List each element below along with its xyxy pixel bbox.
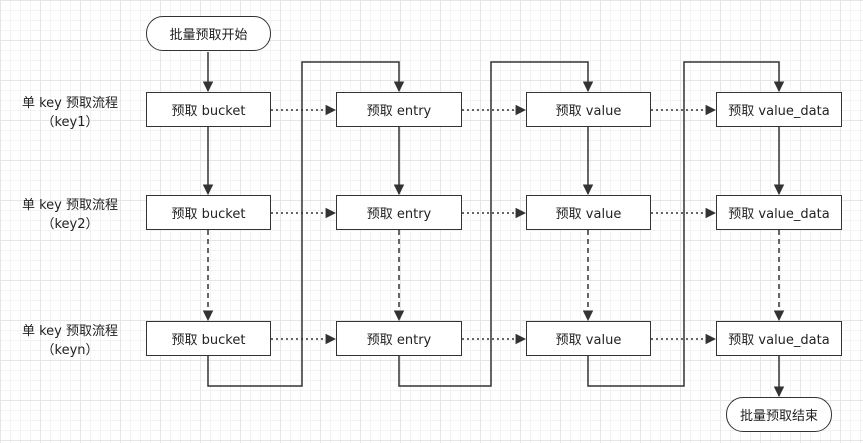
- row-label-text: 单 key 预取流程: [21, 96, 119, 111]
- value-node-keyn: 预取 value: [526, 321, 651, 356]
- bucket-node-key2: 预取 bucket: [146, 195, 271, 230]
- entry-node-key2: 预取 entry: [336, 195, 462, 230]
- value-node-key2: 预取 value: [526, 195, 651, 230]
- bucket-node-keyn: 预取 bucket: [146, 321, 271, 356]
- row-label-key: （key2）: [41, 217, 99, 232]
- row-label-text: 单 key 预取流程: [21, 198, 119, 213]
- loop-connector-value-to-vdata: [587, 61, 785, 387]
- start-terminal: 批量预取开始: [146, 16, 271, 51]
- loop-connector-entry-to-value: [398, 61, 594, 387]
- row-label-key1: 单 key 预取流程 （key1）: [0, 94, 140, 132]
- row-label-key: （keyn）: [41, 343, 99, 358]
- value-data-node-key1: 预取 value_data: [716, 92, 842, 127]
- value-node-key1: 预取 value: [526, 92, 651, 127]
- row-label-key2: 单 key 预取流程 （key2）: [0, 196, 140, 234]
- row-label-keyn: 单 key 预取流程 （keyn）: [0, 322, 140, 360]
- entry-node-keyn: 预取 entry: [336, 321, 462, 356]
- end-terminal: 批量预取结束: [726, 397, 832, 432]
- loop-connector-bucket-to-entry: [207, 61, 405, 387]
- entry-node-key1: 预取 entry: [336, 92, 462, 127]
- row-label-text: 单 key 预取流程: [21, 324, 119, 339]
- value-data-node-keyn: 预取 value_data: [716, 321, 842, 356]
- row-label-key: （key1）: [41, 115, 99, 130]
- value-data-node-key2: 预取 value_data: [716, 195, 842, 230]
- bucket-node-key1: 预取 bucket: [146, 92, 271, 127]
